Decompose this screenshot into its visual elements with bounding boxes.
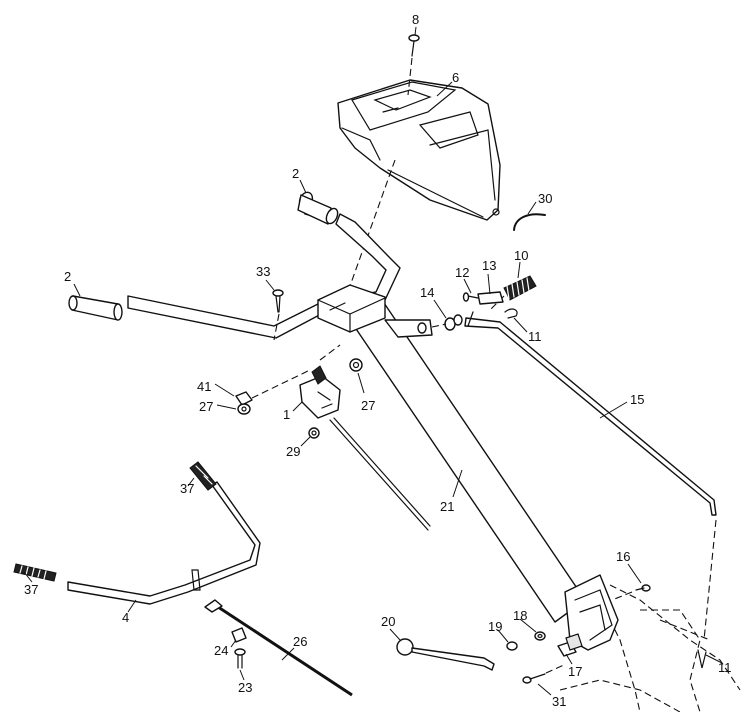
cotter-pin-11-upper [504,308,518,319]
callout-10: 10 [514,248,528,263]
shift-lever-15 [464,311,717,516]
callout-11-upper: 11 [528,329,542,344]
callout-21: 21 [440,499,454,514]
callout-1: 1 [283,407,290,422]
hardware-nuts [235,344,363,439]
hardware-19-18-17 [506,631,583,657]
callout-41: 41 [197,379,211,394]
callout-31: 31 [552,694,566,709]
callout-27-right: 27 [361,398,375,413]
grip-2-upper [297,191,339,225]
grip-2-left [68,295,123,321]
callout-15: 15 [630,392,644,407]
screw-33 [272,289,284,341]
callout-2-left: 2 [64,269,71,284]
callout-6: 6 [452,70,459,85]
cable-26 [204,599,353,697]
callout-37-left: 37 [24,582,38,597]
callout-2-upper: 2 [292,166,299,181]
callout-11-lower: 11 [718,660,732,675]
clip-30 [513,213,546,231]
callout-16: 16 [616,549,630,564]
clutch-bail-4 [67,481,261,605]
callout-8: 8 [412,12,419,27]
assembly-line-console [344,159,396,301]
bracket-24-bolt-23 [231,627,247,669]
callouts: 8 6 30 2 2 33 12 13 10 14 11 41 27 27 1 … [24,12,732,709]
callout-12: 12 [455,265,469,280]
callout-24: 24 [214,643,228,658]
bolt-31 [522,663,567,684]
callout-19: 19 [488,619,502,634]
callout-29: 29 [286,444,300,459]
leader-lines [23,26,723,696]
callout-23: 23 [238,680,252,695]
handle-tube-21 [317,284,619,651]
callout-26: 26 [293,634,307,649]
shift-rod-20 [396,638,495,671]
callout-33: 33 [256,264,270,279]
callout-17: 17 [568,664,582,679]
bolt-16 [611,584,651,601]
callout-37-upper: 37 [180,481,194,496]
callout-27-left: 27 [199,399,213,414]
callout-18: 18 [513,608,527,623]
callout-30: 30 [538,191,552,206]
callout-13: 13 [482,258,496,273]
control-bracket-1 [299,365,431,531]
grip-37-upper [189,461,217,491]
spacer-14 [431,314,463,331]
cotter-pin-11-lower [697,519,717,669]
bolt-12-13 [462,291,504,305]
callout-14: 14 [420,285,434,300]
console-cover [337,79,501,221]
callout-4: 4 [122,610,129,625]
callout-20: 20 [381,614,395,629]
screw-8 [407,34,420,96]
grip-37-left [13,563,57,582]
